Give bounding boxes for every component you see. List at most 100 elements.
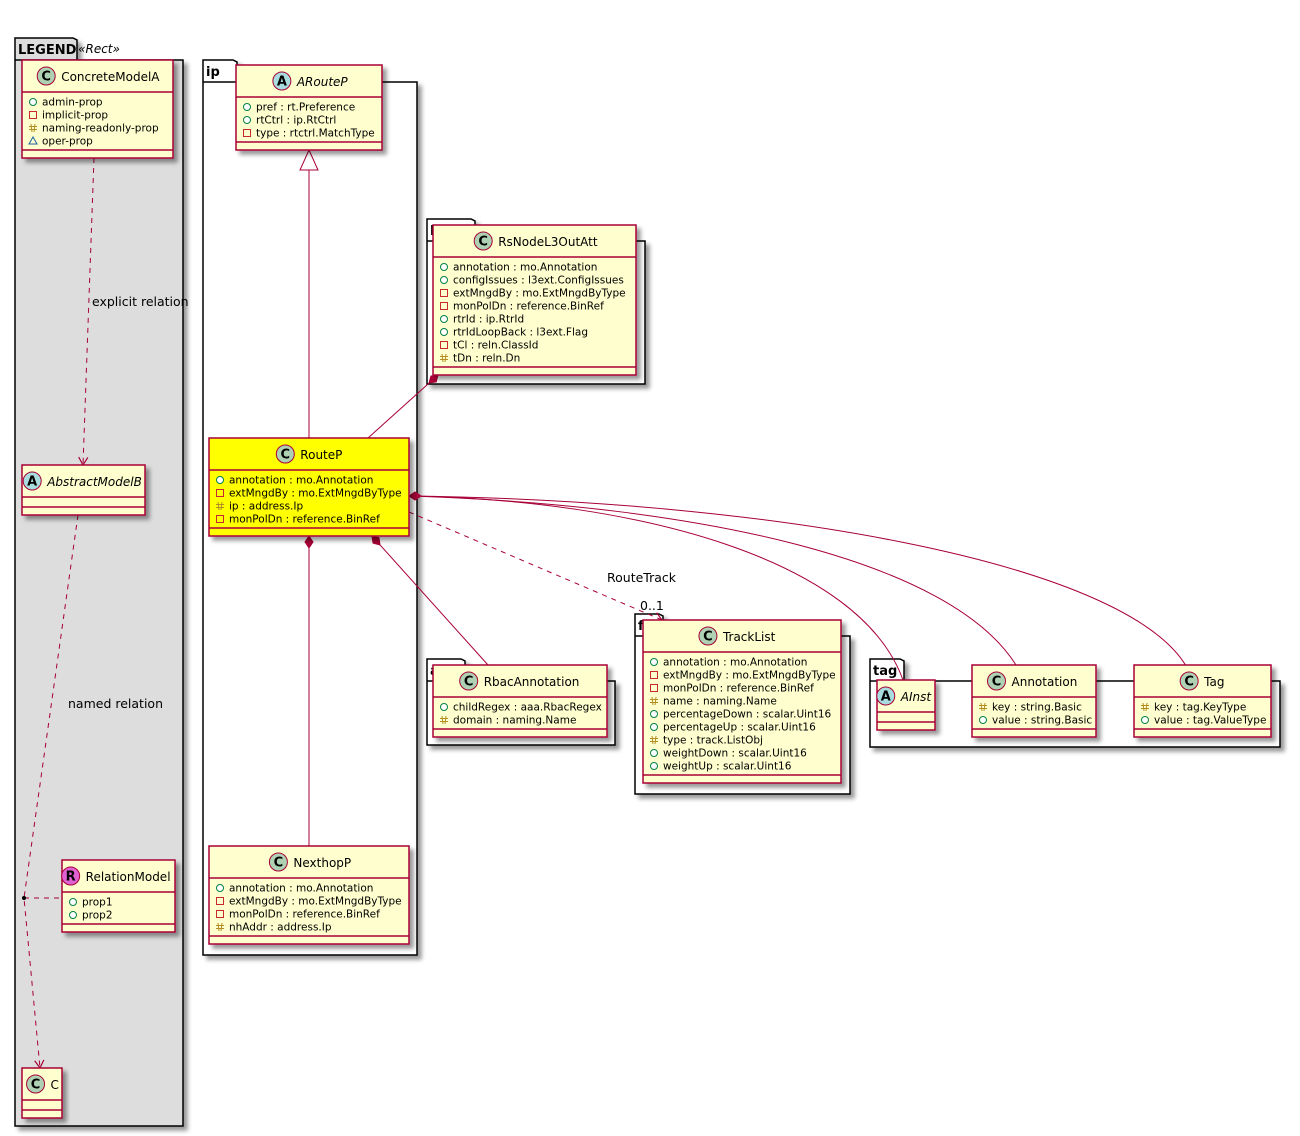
class-icon: C	[473, 231, 493, 251]
class-icon: C	[26, 1074, 46, 1094]
class-icon: C	[698, 626, 718, 646]
visibility-icon	[650, 710, 658, 718]
class-attribute: tDn : reln.Dn	[453, 353, 520, 365]
class-attribute: percentageUp : scalar.Uint16	[663, 722, 816, 734]
package-frame	[14, 37, 184, 1127]
visibility-icon	[1141, 716, 1149, 724]
visibility-icon	[28, 135, 38, 145]
class-name: C	[51, 1078, 59, 1092]
visibility-icon	[1141, 702, 1149, 712]
class-box	[1133, 664, 1272, 738]
class-ainst[interactable]: A AInst	[876, 679, 936, 731]
class-name: AInst	[900, 690, 933, 704]
svg-text:A: A	[27, 475, 37, 490]
class-attribute: oper-prop	[42, 136, 93, 148]
class-attribute: nhAddr : address.Ip	[229, 922, 332, 934]
class-icon: C	[275, 444, 295, 464]
composition-edge	[371, 535, 489, 666]
class-rbacannotation[interactable]: C RbacAnnotation childRegex : aaa.RbacRege…	[432, 664, 608, 738]
package-label: ip	[206, 65, 220, 80]
class-attribute: rtCtrl : ip.RtCtrl	[256, 115, 336, 127]
class-attribute: extMngdBy : mo.ExtMngdByType	[229, 488, 402, 500]
visibility-icon	[440, 703, 448, 711]
visibility-icon	[216, 910, 224, 918]
explicit-relation-edge	[82, 157, 95, 466]
visibility-icon	[440, 263, 448, 271]
class-attribute: childRegex : aaa.RbacRegex	[453, 702, 602, 714]
class-name: RbacAnnotation	[484, 675, 580, 689]
visibility-icon	[69, 911, 77, 919]
class-rsnodel3outatt[interactable]: C RsNodeL3OutAtt annotation : mo.Annotatio…	[432, 224, 637, 376]
class-attribute: annotation : mo.Annotation	[453, 262, 597, 274]
class-name: Tag	[1203, 675, 1224, 689]
class-attribute: type : track.ListObj	[663, 735, 763, 747]
class-attribute: extMngdBy : mo.ExtMngdByType	[453, 288, 626, 300]
class-icon: C	[987, 671, 1006, 691]
svg-text:C: C	[31, 1078, 41, 1093]
explicit-relation-label: explicit relation	[92, 294, 189, 309]
class-box	[642, 619, 842, 784]
class-attribute: extMngdBy : mo.ExtMngdByType	[663, 670, 836, 682]
visibility-icon	[650, 762, 658, 770]
class-attribute: prop2	[82, 910, 113, 922]
abstract-class-icon: A	[272, 71, 292, 91]
visibility-icon	[29, 98, 37, 106]
class-name: Annotation	[1012, 675, 1078, 689]
svg-text:A: A	[881, 690, 891, 705]
class-attribute: naming-readonly-prop	[42, 123, 159, 135]
junction-dot	[22, 896, 26, 900]
class-attribute: percentageDown : scalar.Uint16	[663, 709, 832, 721]
visibility-icon	[216, 515, 224, 523]
class-attribute: annotation : mo.Annotation	[229, 475, 373, 487]
visibility-icon	[650, 735, 658, 745]
class-attribute: weightDown : scalar.Uint16	[663, 748, 807, 760]
visibility-icon	[650, 671, 658, 679]
class-attribute: rtrId : ip.RtrId	[453, 314, 524, 326]
visibility-icon	[243, 129, 251, 137]
class-icon: C	[1179, 671, 1199, 691]
class-name: RsNodeL3OutAtt	[498, 235, 598, 249]
visibility-icon	[440, 276, 448, 284]
package-label: tag	[873, 664, 897, 679]
class-attribute: value : string.Basic	[992, 715, 1092, 727]
svg-text:C: C	[1184, 675, 1194, 690]
visibility-icon	[650, 749, 658, 757]
class-attribute: weightUp : scalar.Uint16	[663, 761, 792, 773]
named-relation-label: named relation	[68, 696, 163, 711]
visibility-icon	[216, 489, 224, 497]
svg-text:C: C	[464, 675, 474, 690]
named-relation-edge	[23, 514, 79, 1069]
svg-text:R: R	[66, 870, 76, 885]
svg-text:C: C	[41, 70, 51, 85]
svg-text:C: C	[992, 675, 1002, 690]
route-track-edge	[408, 511, 663, 621]
composition-diamond	[428, 374, 439, 384]
class-attribute: key : tag.KeyType	[1154, 702, 1246, 714]
package-legend: LEGEND«Rect»	[14, 37, 184, 1127]
class-attribute: value : tag.ValueType	[1154, 715, 1266, 727]
class-attribute: monPolDn : reference.BinRef	[453, 301, 604, 313]
svg-text:C: C	[281, 448, 291, 463]
svg-text:C: C	[703, 630, 713, 645]
visibility-icon	[440, 341, 448, 349]
class-attribute: domain : naming.Name	[453, 715, 576, 727]
abstract-class-icon: A	[876, 686, 896, 706]
class-box	[208, 437, 410, 537]
class-icon: C	[459, 671, 479, 691]
class-name: TrackList	[722, 630, 776, 644]
composition-edge	[367, 374, 439, 439]
svg-text:C: C	[274, 856, 284, 871]
class-attribute: pref : rt.Preference	[256, 102, 355, 114]
